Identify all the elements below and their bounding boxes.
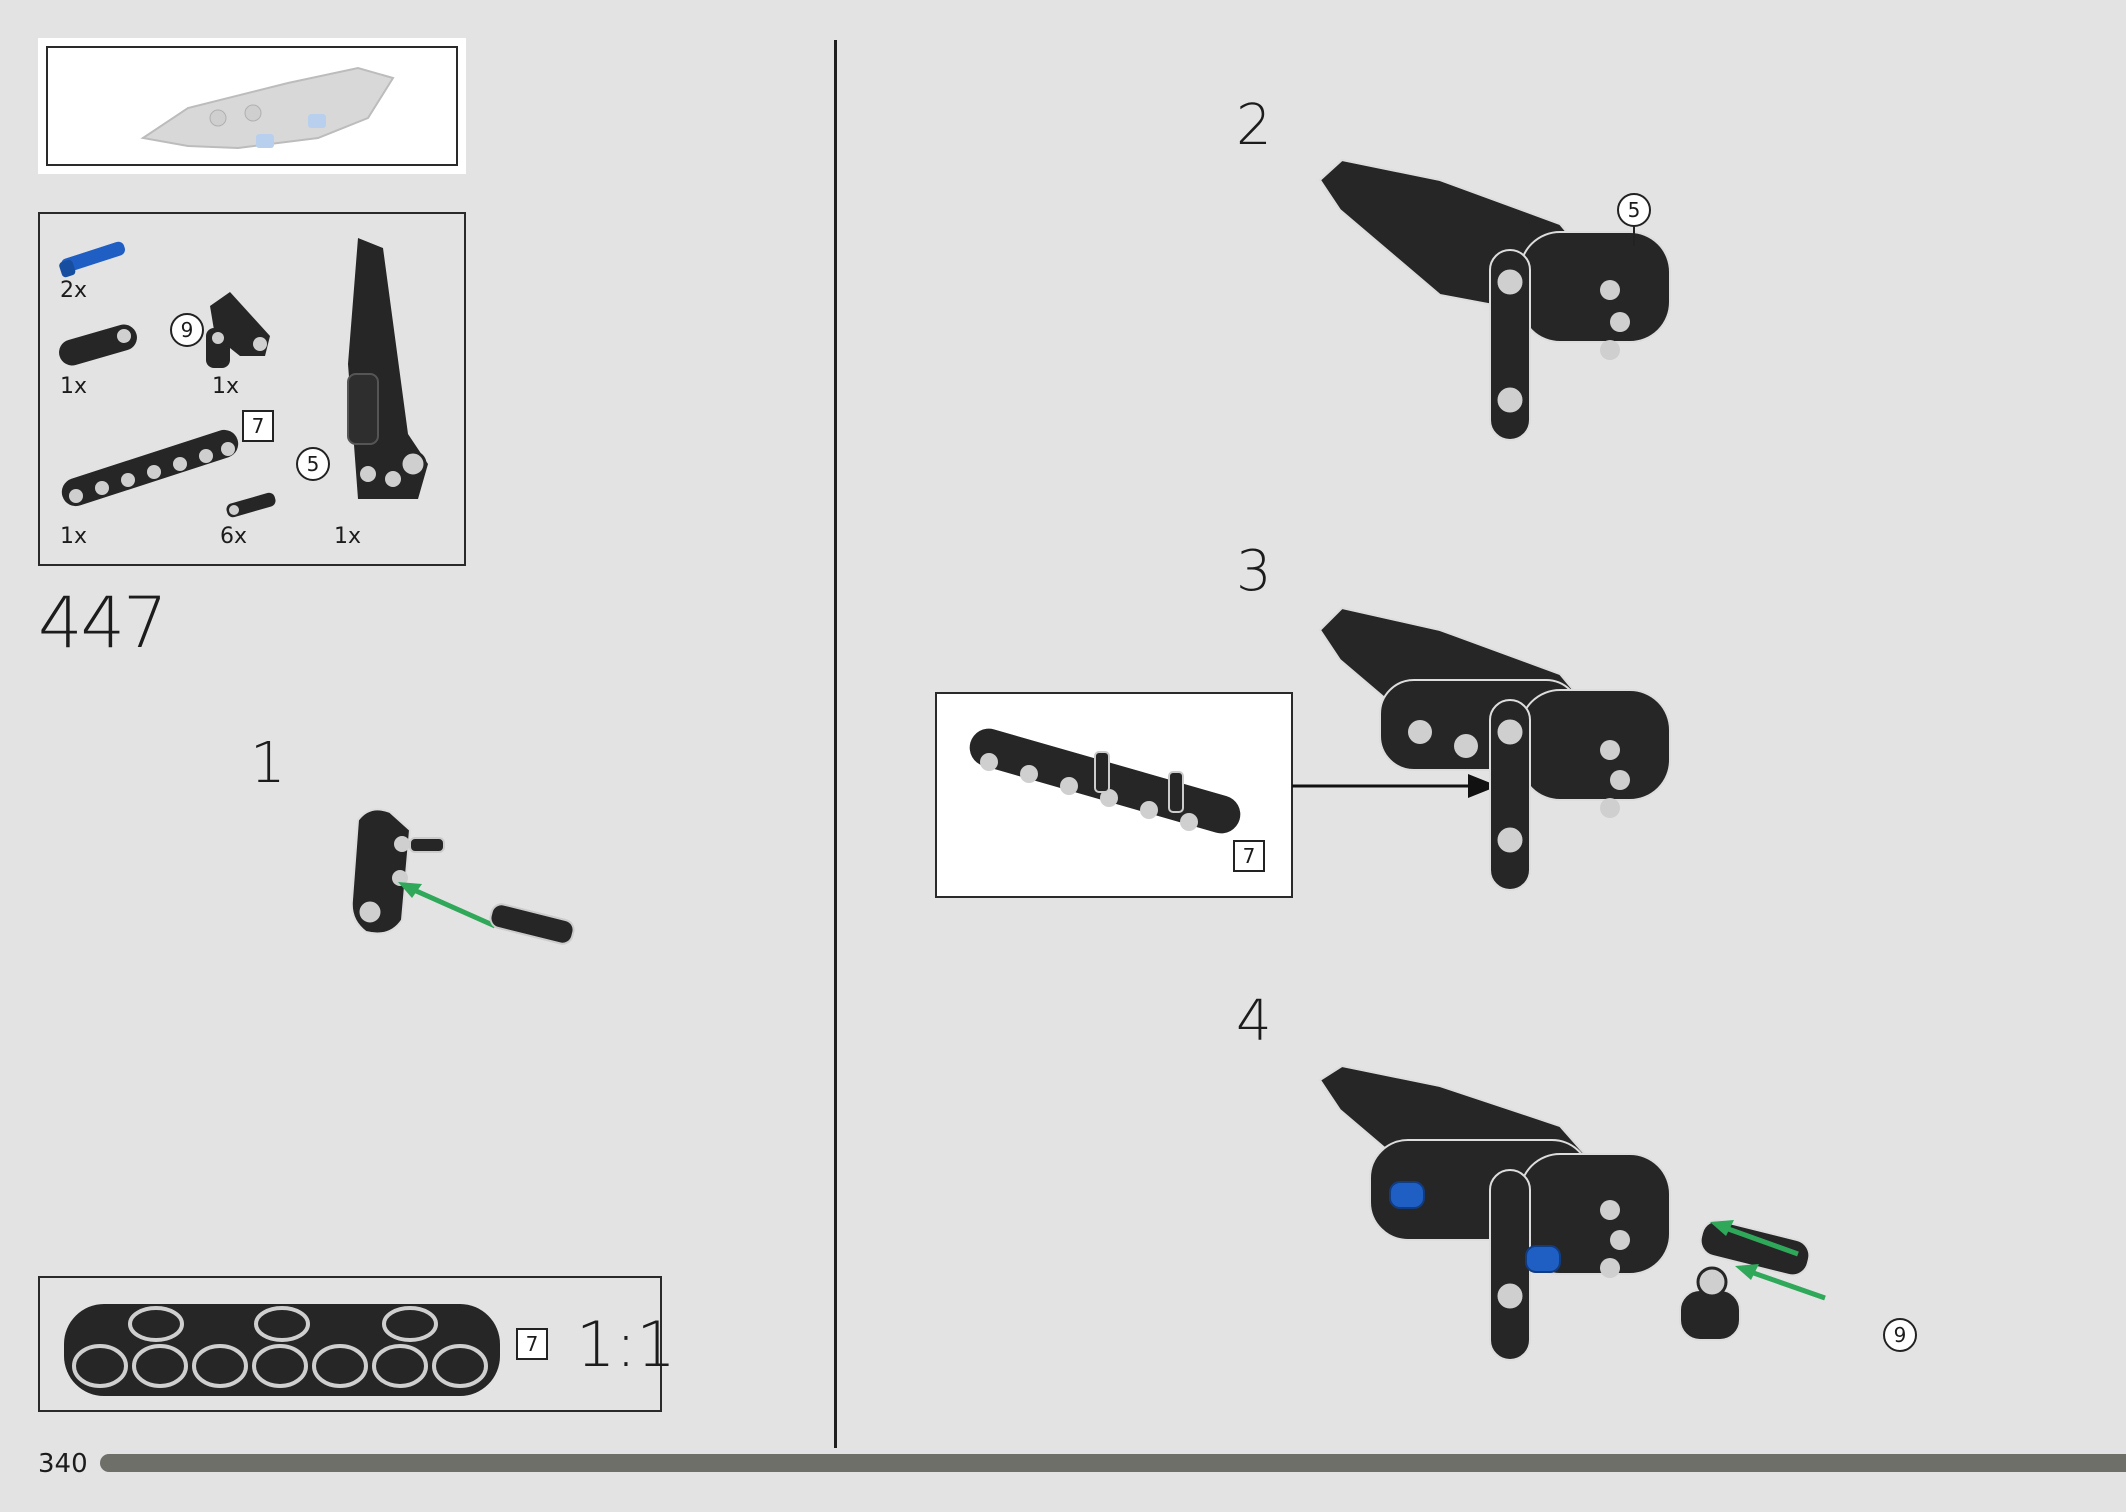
parts-qty: 1x: [60, 374, 88, 399]
step-2-illustration: [1318, 158, 1671, 441]
scale-box: 7 1:1: [38, 1276, 676, 1412]
short-beam-icon: [59, 324, 137, 366]
submodel-preview-frame: [46, 46, 458, 166]
step-number: 3: [1236, 539, 1272, 604]
callout-square: 7: [1233, 840, 1265, 872]
step-number: 1: [250, 731, 286, 796]
column-divider: [834, 40, 837, 1448]
beam-7-scale-icon: [64, 1304, 500, 1396]
angled-connector-icon: [206, 292, 270, 368]
progress-bar: [100, 1454, 2126, 1472]
step-3-subassembly-callout: 7: [935, 692, 1293, 898]
build-number: 447: [38, 582, 168, 664]
callout-circle: 9: [170, 313, 204, 347]
beam-7-with-pins-icon: [969, 728, 1241, 834]
callout-circle: 5: [296, 447, 330, 481]
callout-circle: 5: [1617, 193, 1651, 227]
submodel-preview: [38, 38, 466, 174]
parts-qty: 6x: [220, 524, 248, 549]
parts-list: 2x 1x 9 1x 7 1x 6x 5 1x: [38, 212, 466, 566]
step-number: 4: [1236, 989, 1272, 1054]
beam-7-icon: [61, 429, 239, 507]
callout-square: 7: [516, 1328, 548, 1360]
submodel-preview-icon: [140, 66, 395, 150]
parts-qty: 1x: [212, 374, 240, 399]
step-number: 2: [1236, 93, 1272, 158]
parts-qty: 2x: [60, 278, 88, 303]
callout-circle: 9: [1883, 1318, 1917, 1352]
step-3-arrow: [1292, 774, 1498, 798]
callout-square: 7: [242, 410, 274, 442]
step-1-illustration: [350, 808, 575, 945]
blue-pin-icon: [59, 241, 125, 278]
panel-icon: [347, 238, 428, 499]
step-4-illustration: [1318, 1064, 1826, 1361]
scale-label: 1:1: [576, 1308, 676, 1381]
black-pin-icon: [226, 492, 276, 518]
parts-qty: 1x: [60, 524, 88, 549]
page-number: 340: [38, 1449, 88, 1479]
step-3-illustration: [1318, 606, 1671, 891]
parts-qty: 1x: [334, 524, 362, 549]
